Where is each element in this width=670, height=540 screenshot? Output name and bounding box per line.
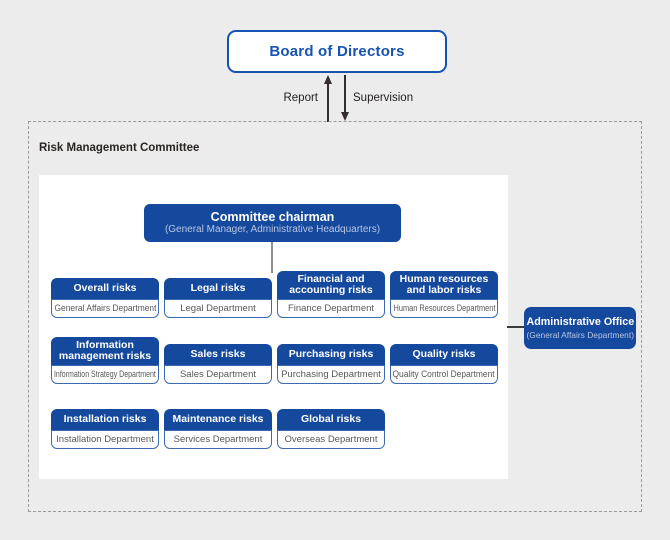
committee-panel: Committee chairman (General Manager, Adm…: [39, 175, 508, 479]
risk-title: Purchasing risks: [277, 344, 385, 365]
risk-department: General Affairs Department: [51, 299, 159, 318]
risk-title: Information management risks: [51, 336, 159, 365]
risk-title: Legal risks: [164, 278, 272, 299]
risk-department: Finance Department: [277, 299, 385, 318]
board-of-directors-label: Board of Directors: [269, 43, 405, 60]
arrow-down-icon: [341, 112, 349, 121]
administrative-office-title: Administrative Office: [526, 316, 634, 329]
risk-title: Quality risks: [390, 344, 498, 365]
risk-title: Human resources and labor risks: [390, 270, 498, 299]
risk-title: Installation risks: [51, 409, 159, 430]
risk-department: Information Strategy Department: [51, 365, 159, 384]
report-label: Report: [283, 92, 318, 104]
arrow-up-icon: [324, 75, 332, 84]
risk-department: Quality Control Department: [390, 365, 498, 384]
risk-department: Services Department: [164, 430, 272, 449]
risk-title: Maintenance risks: [164, 409, 272, 430]
committee-chairman-title: Committee chairman: [210, 210, 335, 225]
administrative-office-subtitle: (General Affairs Department): [526, 329, 634, 340]
risk-department: Overseas Department: [277, 430, 385, 449]
chairman-connector-line: [271, 242, 273, 273]
risk-title: Sales risks: [164, 344, 272, 365]
risk-title: Global risks: [277, 409, 385, 430]
administrative-office-box: Administrative Office (General Affairs D…: [524, 307, 636, 349]
committee-chairman-box: Committee chairman (General Manager, Adm…: [144, 204, 401, 242]
risk-title: Financial and accounting risks: [277, 270, 385, 299]
risk-department: Purchasing Department: [277, 365, 385, 384]
risk-department: Sales Department: [164, 365, 272, 384]
committee-section-title: Risk Management Committee: [39, 142, 200, 154]
committee-chairman-subtitle: (General Manager, Administrative Headqua…: [164, 224, 381, 236]
risk-department: Human Resources Department: [390, 299, 498, 318]
board-of-directors-box: Board of Directors: [227, 30, 447, 73]
risk-department: Installation Department: [51, 430, 159, 449]
risk-title: Overall risks: [51, 278, 159, 299]
supervision-label: Supervision: [353, 92, 414, 104]
risk-department: Legal Department: [164, 299, 272, 318]
risk-management-committee-container: Risk Management Committee Committee chai…: [28, 121, 642, 512]
admin-office-connector-line: [507, 326, 524, 328]
